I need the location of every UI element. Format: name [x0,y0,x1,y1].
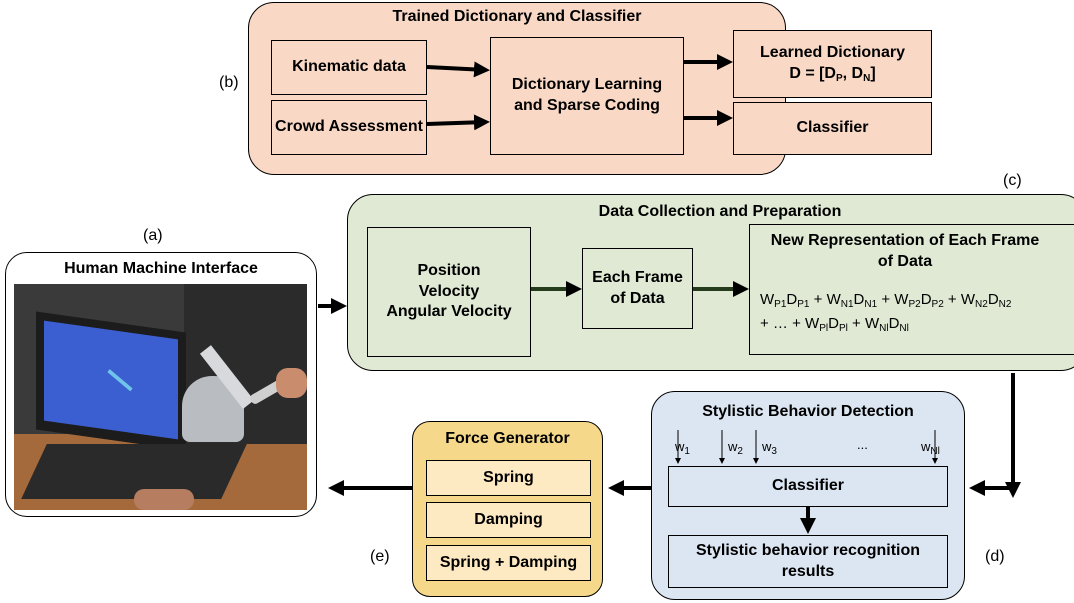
force-item-spring: Spring [426,460,591,496]
panel-d-title: Stylistic Behavior Detection [702,403,914,420]
input-position: Position [417,261,481,279]
kinematic-data-box: Kinematic data [271,40,427,95]
input-angular-velocity: Angular Velocity [386,303,512,321]
weight-wnl: wNl [921,439,940,457]
weight-ellipsis: ... [857,437,868,452]
panel-c-label: (c) [1003,172,1022,189]
hmi-photo [14,284,307,510]
weight-w2: w2 [728,439,743,457]
laptop-screen [36,311,186,451]
panel-a-title: Human Machine Interface [64,260,258,277]
new-representation-box: New Representation of Each Frame of Data… [749,224,1074,355]
recognition-results-box: Stylistic behavior recognition results [668,535,948,588]
panel-e-label: (e) [370,548,390,565]
panel-b-title: Trained Dictionary and Classifier [392,8,642,25]
classifier-box-d: Classifier [668,466,948,507]
each-frame-box: Each Frame of Data [582,248,693,329]
force-item-damping: Damping [426,502,591,538]
user-hand-keyboard [134,489,194,510]
user-hand [276,368,307,398]
dictionary-formula: D = [DP, DN] [789,64,876,84]
dictionary-learning-box: Dictionary Learning and Sparse Coding [490,37,684,155]
panel-a-label: (a) [143,227,163,244]
weight-w3: w3 [762,439,777,457]
new-representation-title: New Representation of Each Frame of Data [770,232,1040,270]
force-item-spring-damping: Spring + Damping [426,545,591,581]
kinematic-inputs-box: Position Velocity Angular Velocity [367,227,531,357]
panel-c-title: Data Collection and Preparation [598,203,842,220]
panel-d-label: (d) [985,548,1005,565]
panel-b-label: (b) [219,74,239,91]
learned-dictionary-box: Learned Dictionary D = [DP, DN] [733,30,932,98]
classifier-box-b: Classifier [733,102,932,155]
panel-e-title: Force Generator [445,430,570,447]
weight-w1: w1 [675,439,690,457]
crowd-assessment-box: Crowd Assessment [271,100,427,155]
weights-row: w1 w2 w3 ... wNl [668,436,953,462]
input-velocity: Velocity [418,282,480,300]
representation-formula: WP1DP1 + WN1DN1 + WP2DP2 + WN2DN2 + … + … [760,291,1012,334]
arrow-collection-to-detection [969,373,1015,496]
laptop-keyboard [21,444,247,499]
learned-dictionary-label: Learned Dictionary [760,44,905,62]
